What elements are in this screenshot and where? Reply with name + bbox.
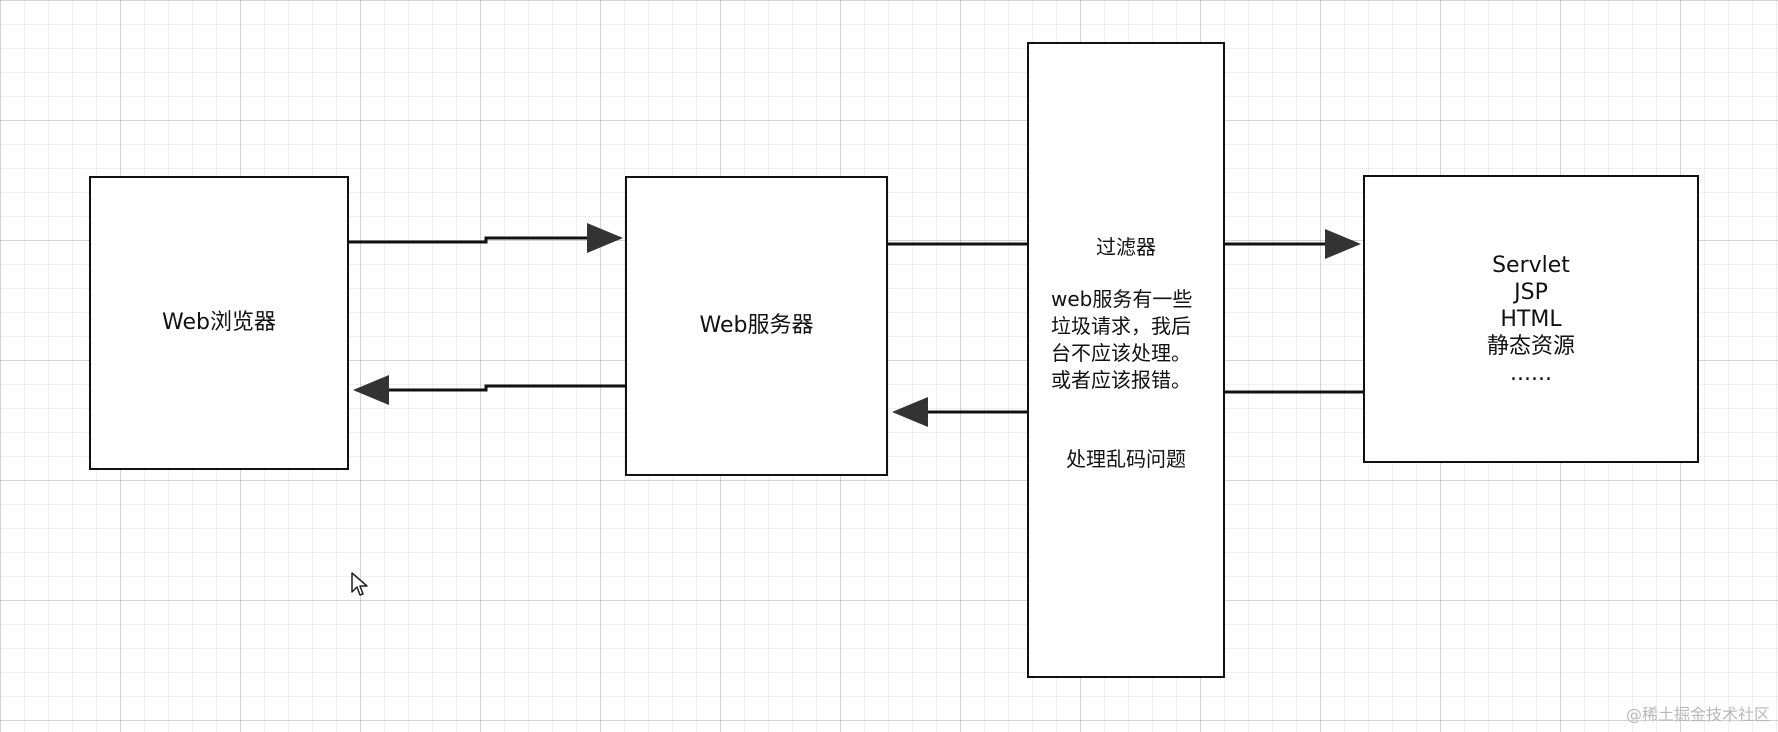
filter-title: 过滤器 [1096, 235, 1156, 259]
browser-to-server-arrow [349, 223, 623, 253]
mouse-cursor-icon [351, 572, 368, 596]
servlet-resource-box: Servlet JSP HTML 静态资源 ...... [1363, 175, 1699, 463]
web-server-label: Web服务器 [699, 313, 814, 338]
ellipsis-item: ...... [1510, 360, 1552, 386]
static-resource-item: 静态资源 [1486, 333, 1575, 359]
web-server-box: Web服务器 [625, 176, 888, 476]
server-to-browser-arrow [353, 375, 625, 405]
web-browser-box: Web浏览器 [89, 176, 349, 470]
web-browser-label: Web浏览器 [162, 310, 276, 335]
html-item: HTML [1500, 306, 1562, 332]
servlet-item: Servlet [1492, 252, 1570, 278]
source-watermark: @稀土掘金技术社区 [1625, 705, 1770, 724]
jsp-item: JSP [1514, 279, 1548, 305]
servlet-resource-list: Servlet JSP HTML 静态资源 ...... [1487, 252, 1575, 387]
filter-box: 过滤器 web服务有一些垃圾请求，我后台不应该处理。或者应该报错。 处理乱码问题 [1027, 42, 1225, 678]
filter-description: web服务有一些垃圾请求，我后台不应该处理。或者应该报错。 [1051, 287, 1193, 392]
filter-extra-note: 处理乱码问题 [1066, 447, 1186, 471]
